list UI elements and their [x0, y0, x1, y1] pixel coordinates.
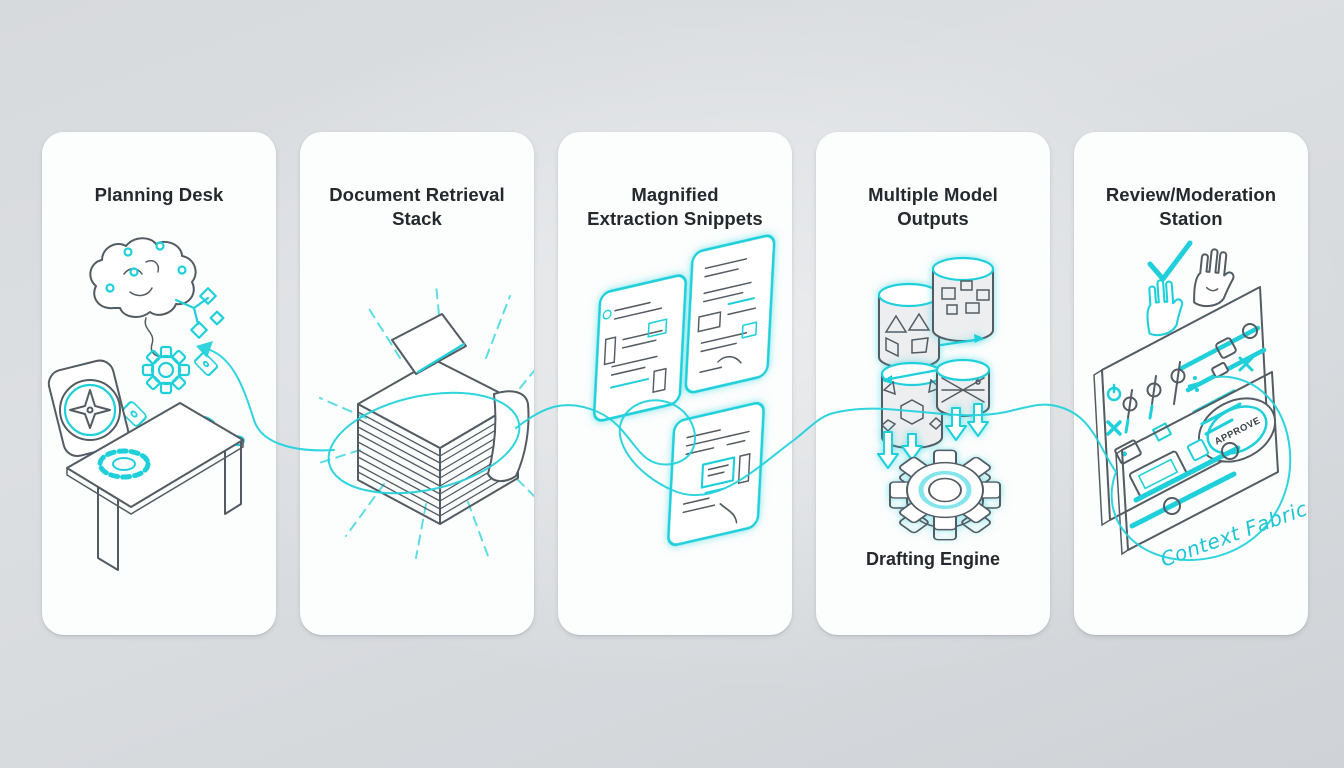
approve-stamp: APPROVE — [1198, 397, 1276, 463]
paper-stack-icon — [357, 313, 530, 525]
x-icon — [1238, 356, 1254, 372]
panel-multiple-model-outputs: Multiple Model Outputs — [816, 132, 1050, 635]
x-icon — [1106, 420, 1122, 436]
panel-title: Review/Moderation Station — [1105, 184, 1277, 230]
drafting-gear-icon — [889, 449, 1001, 541]
chip-icon — [121, 401, 147, 427]
snippets-illustration — [593, 234, 776, 547]
panel-magnified-extraction-snippets: Magnified Extraction Snippets — [558, 132, 792, 635]
panel-title: Multiple Model Outputs — [868, 184, 998, 230]
panel-title: Magnified Extraction Snippets — [587, 184, 763, 230]
snippet-card — [684, 234, 776, 394]
panel-review-moderation-station: Review/Moderation Station — [1074, 132, 1311, 635]
database-cylinder-icon — [931, 256, 995, 342]
gear-icon — [141, 345, 191, 395]
desk-gear-icon — [97, 448, 151, 480]
snippet-card — [593, 274, 687, 422]
database-cylinder-icon — [877, 282, 941, 369]
slider-knob — [1211, 362, 1229, 378]
panel-title: Planning Desk — [94, 184, 224, 206]
checkmark-icon — [1147, 240, 1193, 282]
panel-title: Document Retrieval Stack — [329, 184, 505, 230]
hand-icon — [1146, 279, 1184, 337]
slider-knob — [1242, 323, 1258, 339]
panel-planning-desk: Planning Desk — [42, 132, 276, 635]
chip-icon — [194, 352, 218, 376]
slider-track — [1179, 325, 1261, 371]
hanging-sheet-icon — [487, 390, 530, 482]
planning-desk-illustration — [47, 237, 245, 571]
drafting-engine-label: Drafting Engine — [866, 549, 1000, 569]
desk-icon — [66, 402, 244, 571]
panel-document-retrieval-stack: Document Retrieval Stack — [300, 132, 534, 635]
snippet-card — [667, 401, 765, 547]
power-icon — [1106, 383, 1122, 402]
document-stack-illustration — [315, 283, 534, 559]
cube-button — [1215, 337, 1237, 359]
hand-icon — [1193, 248, 1235, 308]
loose-sheet-icon — [391, 313, 467, 375]
brain-icon — [89, 237, 225, 339]
